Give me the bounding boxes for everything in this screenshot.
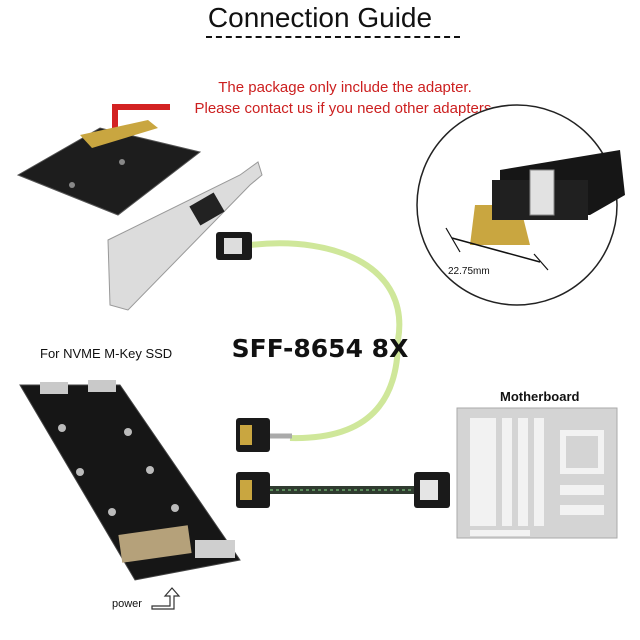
power-arrow-icon xyxy=(151,587,181,610)
connector-closeup xyxy=(416,104,625,306)
middle-connector xyxy=(236,418,270,452)
dimension-line xyxy=(451,237,541,263)
page-title: Connection Guide xyxy=(207,2,433,33)
top-connector xyxy=(216,232,252,260)
green-cable-split xyxy=(289,339,401,442)
cable-type-label: SFF-8654 8X xyxy=(231,334,409,363)
dimension-label: 22.75mm xyxy=(448,266,490,277)
pcie-card-board xyxy=(16,127,202,216)
package-notice-line-1: The package only include the adapter. xyxy=(218,79,472,96)
power-label: power xyxy=(112,598,142,610)
title-underline xyxy=(206,36,460,38)
bracket-port xyxy=(189,192,225,226)
green-cable-top xyxy=(249,240,403,341)
nvme-label: For NVME M-Key SSD xyxy=(40,346,173,361)
m2-adapter-board xyxy=(19,380,241,581)
motherboard-label: Motherboard xyxy=(500,389,580,404)
pcie-bracket xyxy=(107,161,263,311)
package-notice-line-2: Please contact us if you need other adap… xyxy=(194,100,496,117)
braided-cable xyxy=(236,472,450,508)
pcie-adapter-card xyxy=(16,120,263,311)
pcie-gold-fingers xyxy=(80,120,158,148)
motherboard-diagram xyxy=(456,407,618,539)
